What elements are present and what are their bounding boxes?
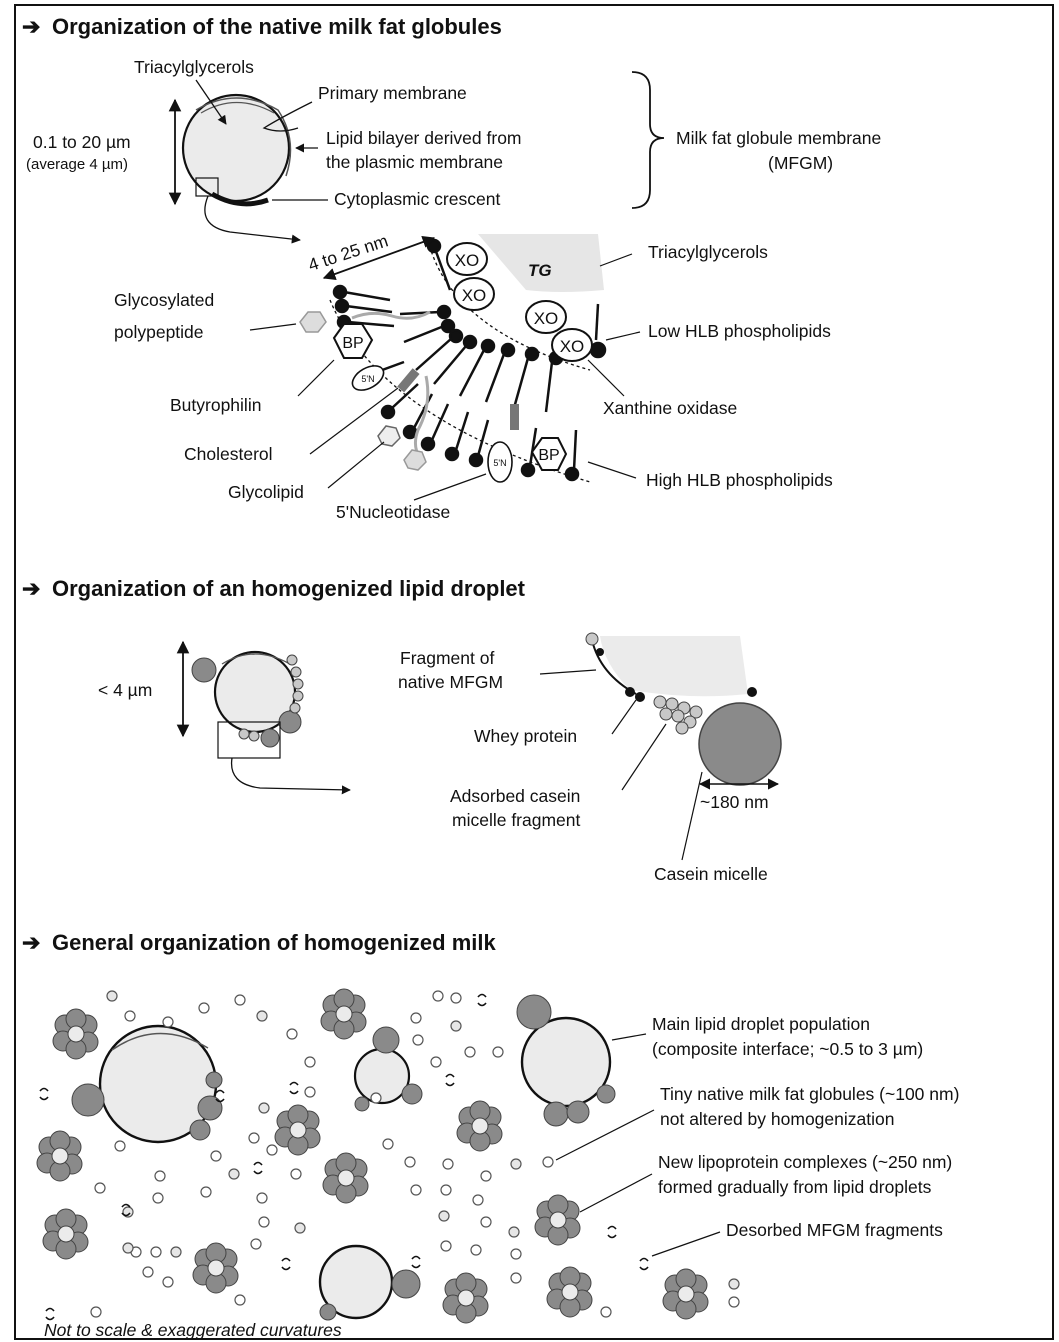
label-high-hlb: High HLB phospholipids — [646, 470, 833, 490]
fivn-label-2: 5'N — [493, 458, 506, 468]
label-average-size: (average 4 µm) — [26, 156, 128, 173]
footnote: Not to scale & exaggerated curvatures — [44, 1320, 342, 1340]
label-primary-membrane: Primary membrane — [318, 83, 467, 103]
label-glyco-2: polypeptide — [114, 322, 204, 342]
label-low-hlb: Low HLB phospholipids — [648, 321, 831, 341]
label-triacylglycerols: Triacylglycerols — [648, 242, 768, 262]
label-new-2: formed gradually from lipid droplets — [658, 1177, 932, 1197]
xo-label-3: XO — [534, 309, 559, 328]
label-bilayer-1: Lipid bilayer derived from — [326, 128, 522, 148]
label-cholesterol: Cholesterol — [184, 444, 273, 464]
native-globule — [183, 95, 291, 204]
section-native: ➔ Organization of the native milk fat gl… — [22, 14, 881, 522]
section-arrow-icon: ➔ — [22, 576, 40, 601]
section-title-general: General organization of homogenized milk — [52, 930, 496, 955]
lipoprotein-cluster — [443, 1273, 488, 1323]
lipoprotein-cluster — [193, 1243, 238, 1293]
xo-label-1: XO — [455, 251, 480, 270]
lipoprotein-cluster — [275, 1105, 320, 1155]
section-title-native: Organization of the native milk fat glob… — [52, 14, 502, 39]
lipoprotein-cluster — [547, 1267, 592, 1317]
label-tiny-2: not altered by homogenization — [660, 1109, 894, 1129]
membrane-detail: TG — [300, 234, 605, 482]
fivn-label-1: 5'N — [361, 374, 374, 384]
label-whey: Whey protein — [474, 726, 577, 746]
section-homogenized: ➔ Organization of an homogenized lipid d… — [22, 576, 781, 884]
bp-label-1: BP — [342, 335, 363, 352]
section-title-homogenized: Organization of an homogenized lipid dro… — [52, 576, 526, 601]
label-adsorbed-2: micelle fragment — [452, 810, 581, 830]
lipoprotein-cluster — [457, 1101, 502, 1151]
label-casein-micelle: Casein micelle — [654, 864, 768, 884]
label-mfgm-2: (MFGM) — [768, 153, 833, 173]
label-tg: TG — [528, 261, 552, 280]
label-triacylglycerols-top: Triacylglycerols — [134, 57, 254, 77]
mfgm-brace — [632, 72, 664, 208]
label-main-1: Main lipid droplet population — [652, 1014, 870, 1034]
label-desorbed: Desorbed MFGM fragments — [726, 1220, 943, 1240]
lipoprotein-cluster — [37, 1131, 82, 1181]
lipoprotein-cluster — [663, 1269, 708, 1319]
label-fragment-1: Fragment of — [400, 648, 494, 668]
bp-label-2: BP — [538, 447, 559, 464]
homogenized-droplet — [192, 652, 303, 758]
lipoprotein-cluster — [323, 1153, 368, 1203]
lipoprotein-cluster — [43, 1209, 88, 1259]
label-mfgm-1: Milk fat globule membrane — [676, 128, 881, 148]
xo-label-4: XO — [560, 337, 585, 356]
label-glycolipid: Glycolipid — [228, 482, 304, 502]
label-butyrophilin: Butyrophilin — [170, 395, 261, 415]
lipoprotein-cluster — [321, 989, 366, 1039]
xo-label-2: XO — [462, 286, 487, 305]
label-droplet-size: < 4 µm — [98, 680, 152, 700]
label-bilayer-2: the plasmic membrane — [326, 152, 503, 172]
homogenized-detail — [586, 633, 781, 785]
lipoprotein-cluster — [535, 1195, 580, 1245]
label-new-1: New lipoprotein complexes (~250 nm) — [658, 1152, 952, 1172]
section-general: ➔ General organization of homogenized mi… — [22, 930, 959, 1340]
label-glyco-1: Glycosylated — [114, 290, 214, 310]
label-cytoplasmic-crescent: Cytoplasmic crescent — [334, 189, 500, 209]
label-main-2: (composite interface; ~0.5 to 3 µm) — [652, 1039, 923, 1059]
label-adsorbed-1: Adsorbed casein — [450, 786, 580, 806]
lipoprotein-cluster — [53, 1009, 98, 1059]
label-tiny-1: Tiny native milk fat globules (~100 nm) — [660, 1084, 959, 1104]
label-micelle-size: ~180 nm — [700, 792, 769, 812]
label-size-range: 0.1 to 20 µm — [33, 132, 131, 152]
label-fragment-2: native MFGM — [398, 672, 503, 692]
section-arrow-icon: ➔ — [22, 14, 40, 39]
section-arrow-icon: ➔ — [22, 930, 40, 955]
label-xanthine-oxidase: Xanthine oxidase — [603, 398, 737, 418]
label-nucleotidase: 5'Nucleotidase — [336, 502, 450, 522]
